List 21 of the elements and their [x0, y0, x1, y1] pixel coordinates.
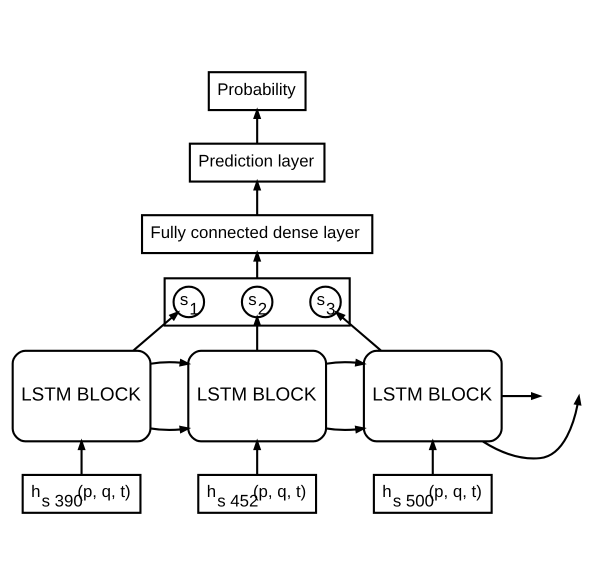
node-box: Probability	[208, 70, 307, 111]
arrow	[326, 358, 367, 366]
node-box: LSTM BLOCK	[187, 349, 328, 442]
arrow	[150, 358, 192, 366]
arrow	[132, 310, 180, 351]
node-box: LSTM BLOCK	[362, 349, 503, 442]
arrow	[334, 310, 382, 351]
arrow	[150, 425, 192, 434]
arrow	[253, 250, 262, 278]
arrow	[482, 393, 582, 459]
node-box: Prediction layer	[188, 142, 326, 182]
arrow	[428, 438, 437, 474]
arrow	[78, 438, 86, 474]
arrow	[253, 314, 262, 350]
node-box: LSTM BLOCK	[12, 349, 152, 442]
arrow	[253, 106, 262, 143]
arrow	[502, 392, 543, 400]
arrow	[326, 425, 367, 434]
arrow	[253, 438, 262, 474]
node-box: Fully connected dense layer	[140, 214, 374, 254]
arrow	[253, 178, 262, 214]
